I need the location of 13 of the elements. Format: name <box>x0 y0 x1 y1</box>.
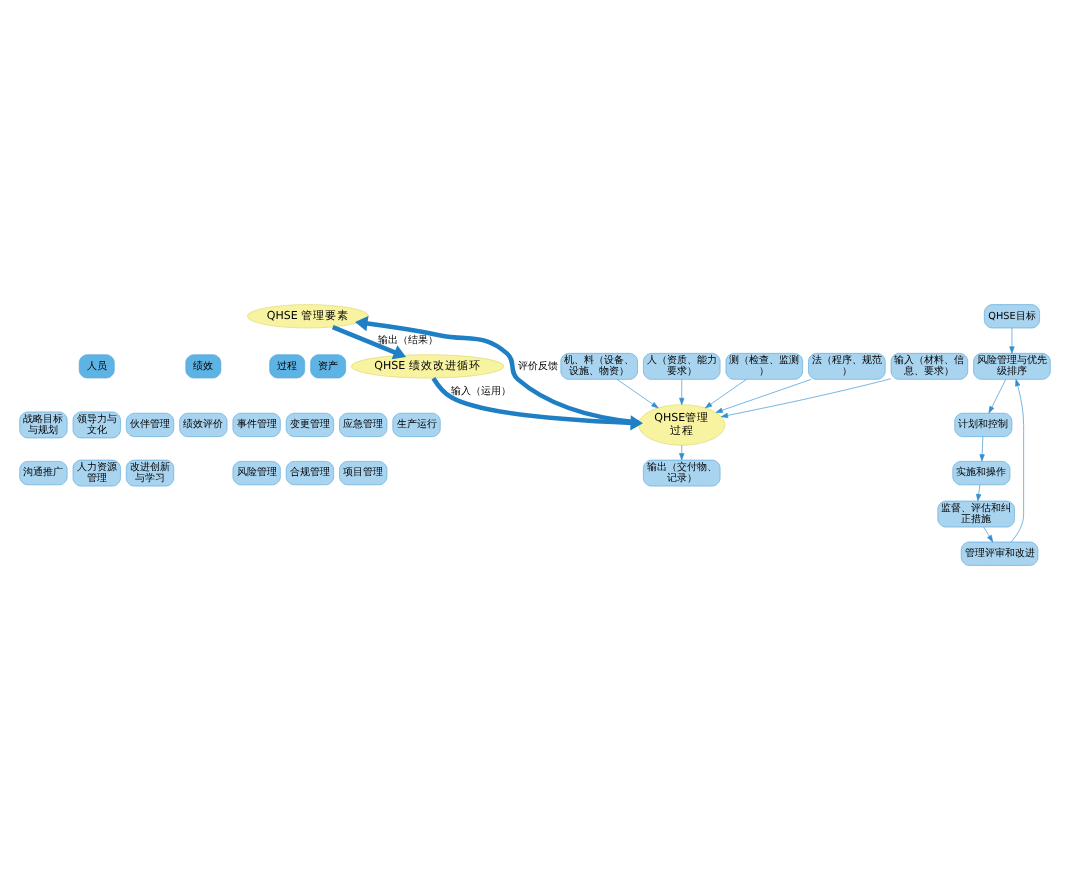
arrow <box>983 526 994 543</box>
arrow <box>331 324 407 360</box>
arrow <box>979 436 985 462</box>
arrow <box>715 379 812 413</box>
arrow <box>704 379 747 409</box>
arrow <box>679 444 685 461</box>
arrow <box>976 484 982 502</box>
arrow <box>679 379 685 405</box>
arrow <box>988 379 1007 414</box>
arrow <box>1010 379 1024 543</box>
arrow <box>1009 327 1015 354</box>
arrow <box>616 379 659 409</box>
arrow <box>720 378 892 418</box>
